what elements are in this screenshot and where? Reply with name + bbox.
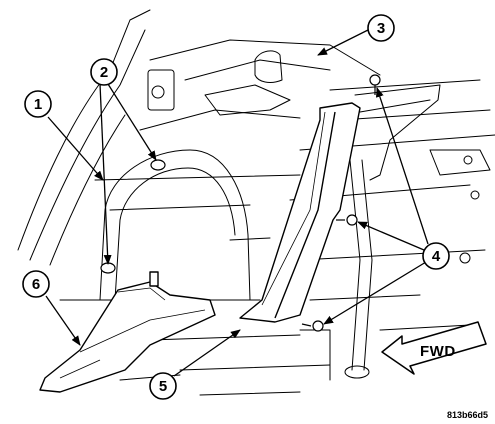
svg-text:6: 6 <box>32 276 40 293</box>
leader-lines <box>45 29 429 377</box>
callout-3: 3 <box>367 14 395 42</box>
callout-5: 5 <box>149 372 177 400</box>
callout-1: 1 <box>24 90 52 118</box>
svg-text:5: 5 <box>159 378 167 395</box>
fwd-direction-arrow: FWD <box>381 321 487 375</box>
callout-6: 6 <box>22 270 50 298</box>
fwd-label: FWD <box>420 343 456 360</box>
svg-text:4: 4 <box>432 248 441 265</box>
figure-id: 813b66d5 <box>447 410 488 420</box>
pillar-trim-panel <box>239 102 361 323</box>
svg-text:2: 2 <box>100 64 108 81</box>
lower-quarter-trim-panel <box>39 271 216 393</box>
callout-2: 2 <box>90 58 118 86</box>
svg-text:1: 1 <box>34 96 42 113</box>
push-pin-fasteners <box>100 159 166 274</box>
svg-text:3: 3 <box>377 20 385 37</box>
callout-4: 4 <box>422 242 450 270</box>
trim-screws <box>301 74 381 332</box>
